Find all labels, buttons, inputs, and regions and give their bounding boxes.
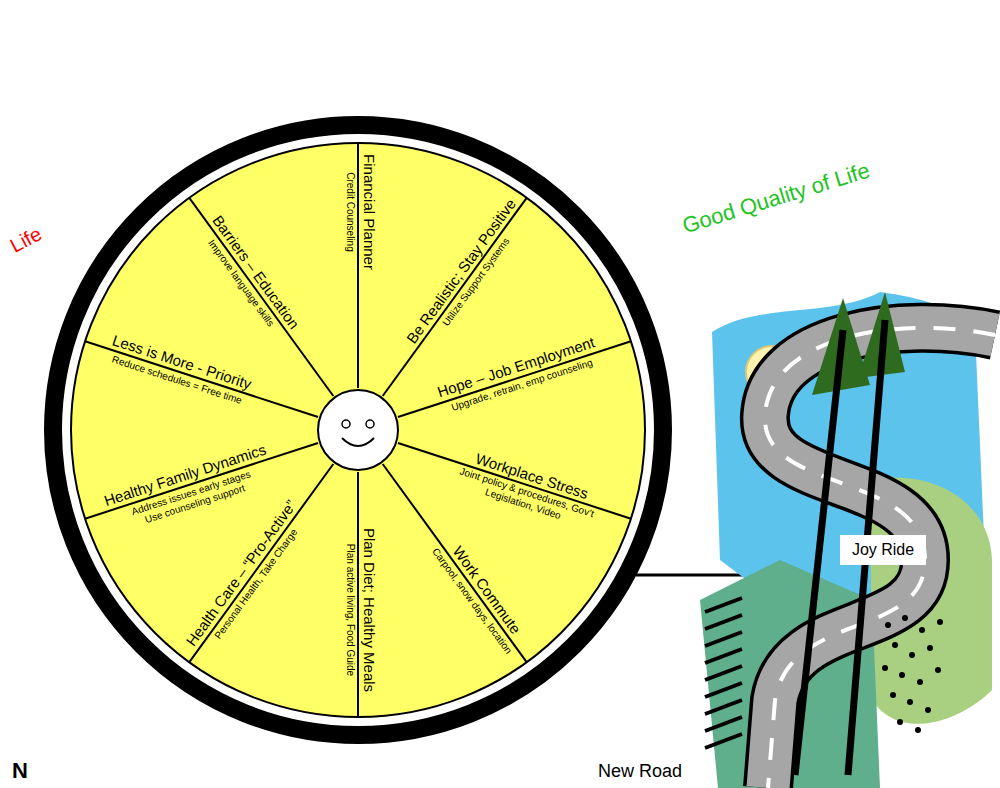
- spoke-line: [357, 143, 359, 388]
- face-eye: [342, 420, 350, 428]
- face-eye: [366, 420, 374, 428]
- hatch-marks: [705, 598, 742, 748]
- hatch-mark: [705, 615, 742, 629]
- dot: [907, 699, 913, 705]
- spoke-line: [85, 341, 318, 417]
- hatch-mark: [705, 683, 742, 697]
- dot: [899, 672, 905, 678]
- dot: [925, 707, 931, 713]
- spoke-line: [398, 443, 631, 519]
- dot-pattern: [882, 615, 943, 733]
- face-smile: [342, 438, 374, 446]
- dot: [909, 652, 915, 658]
- hatch-mark: [705, 734, 742, 748]
- hatch-mark: [705, 700, 742, 714]
- dot: [892, 642, 898, 648]
- hatch-mark: [705, 717, 742, 731]
- dot: [885, 622, 891, 628]
- spoke-line: [398, 341, 631, 417]
- sign-text: Joy Ride: [852, 541, 914, 559]
- dot: [935, 667, 941, 673]
- hub-face: [318, 390, 398, 470]
- hatch-mark: [705, 632, 742, 646]
- dot: [917, 679, 923, 685]
- side-label: Good Quality of Life: [679, 157, 872, 238]
- dot: [915, 727, 921, 733]
- side-label: Life: [6, 222, 45, 257]
- tire-ring: [53, 125, 663, 735]
- spoke-heading: Plan Diet; Healthy Meals: [360, 528, 377, 692]
- wheel-disk: [71, 143, 645, 717]
- spoke-note: Credit Counseling: [344, 172, 356, 252]
- road-label: New Road: [598, 761, 682, 782]
- dot: [919, 627, 925, 633]
- dot: [882, 665, 888, 671]
- spoke-heading: Financial Planner: [360, 154, 377, 270]
- link-line: [636, 574, 745, 577]
- hatch-mark: [705, 598, 742, 612]
- sign-box: Joy Ride: [840, 535, 926, 565]
- dot: [927, 645, 933, 651]
- corner-label: N: [12, 758, 28, 783]
- tree-trunk: [795, 330, 843, 775]
- spoke-line: [357, 472, 359, 717]
- hatch-mark: [705, 649, 742, 663]
- dot: [890, 692, 896, 698]
- spoke-note: Plan active living, Food Guide: [344, 544, 356, 676]
- wheel-drawing: [44, 116, 672, 744]
- wheel-circle: Financial PlannerCredit CounselingBe Rea…: [44, 116, 672, 744]
- dot: [937, 619, 943, 625]
- dot: [902, 615, 908, 621]
- dot: [897, 719, 903, 725]
- hatch-mark: [705, 666, 742, 680]
